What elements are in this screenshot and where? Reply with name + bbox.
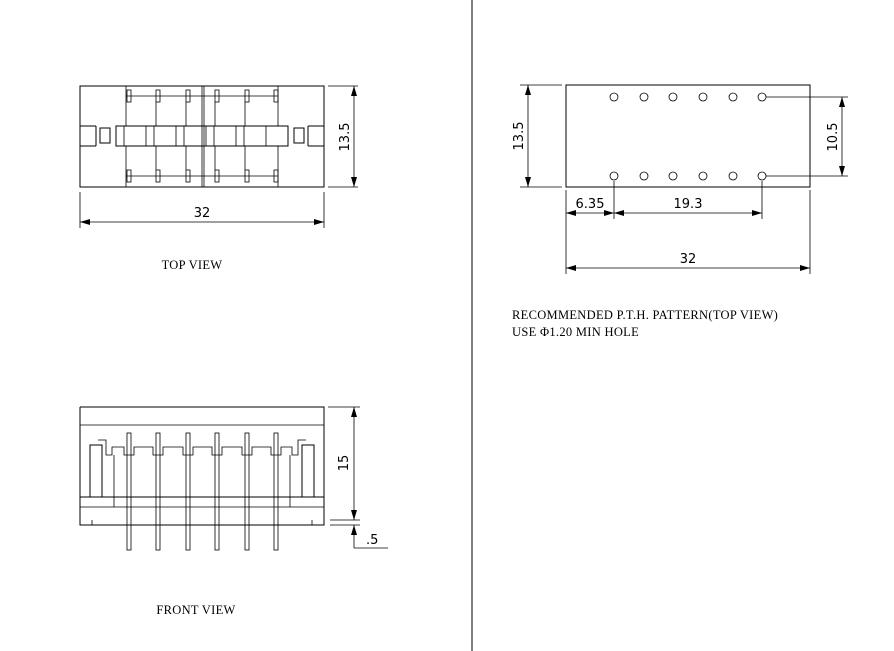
pth-row-pitch-dim: 10.5 <box>826 123 841 152</box>
pth-holes <box>609 92 767 181</box>
top-view-pin-slots <box>126 86 279 187</box>
top-view-caption: TOP VIEW <box>162 258 223 272</box>
front-view-pins <box>113 432 291 551</box>
top-view: 13.5 32 TOP VIEW <box>79 85 358 272</box>
pth-height-dim: 13.5 <box>512 122 527 151</box>
front-view-offset-dim: .5 <box>366 533 378 548</box>
pth-width-dim: 32 <box>680 252 697 267</box>
pth-first-hole-dim: 6.35 <box>576 197 605 212</box>
front-view: 15 .5 FRONT VIEW <box>79 406 388 617</box>
front-view-caption: FRONT VIEW <box>156 603 235 617</box>
top-view-width-dim: 32 <box>194 206 211 221</box>
pth-board-outline <box>565 84 811 188</box>
front-view-height-dim: 15 <box>337 455 352 472</box>
front-view-base <box>79 496 325 526</box>
pth-note-line-1: RECOMMENDED P.T.H. PATTERN(TOP VIEW) <box>512 308 778 322</box>
top-view-height-dim: 13.5 <box>338 123 353 152</box>
pth-hole-span-dim: 19.3 <box>674 197 703 212</box>
pth-note-line-2: USE Φ1.20 MIN HOLE <box>512 325 639 339</box>
pth-pattern-view: 13.5 10.5 6.35 19.3 32 RECOMMENDED P.T.H… <box>512 84 848 339</box>
